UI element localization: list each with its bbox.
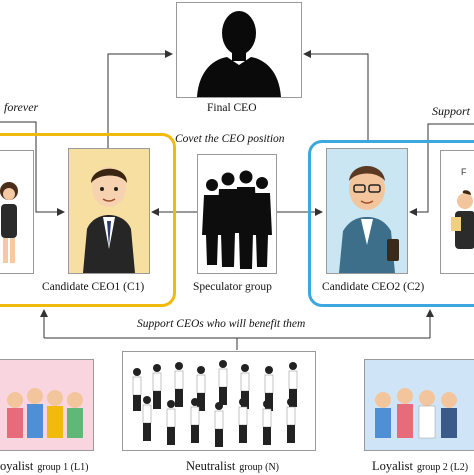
candidate-ceo2-image	[326, 148, 408, 274]
loyalist-group-1-image	[0, 359, 94, 451]
arrow-l-support-c1	[0, 121, 65, 216]
support-forever-annotation: forever	[4, 100, 39, 114]
arrow-r-support-c2	[409, 123, 474, 216]
loyalist-group-1-label: oyalist group 1 (L1)	[0, 459, 89, 473]
crowd-icon	[132, 360, 298, 447]
final-ceo-label: Final CEO	[207, 102, 257, 114]
neutralist-group-label: Neutralist group (N)	[186, 459, 280, 473]
benefit-annotation: Support CEOs who will benefit them	[137, 318, 306, 330]
right-supporter-image: F	[440, 150, 474, 274]
final-ceo-image	[176, 2, 302, 98]
cheering-people-icon	[375, 388, 457, 439]
svg-text:F: F	[461, 167, 467, 177]
neutralist-group-image	[122, 351, 316, 451]
candidate-ceo2-label: Candidate CEO2 (C2)	[322, 281, 425, 293]
candidate-ceo1-label: Candidate CEO1 (C1)	[42, 281, 145, 293]
c1-group-frame	[0, 133, 176, 307]
ceo-silhouette-icon	[197, 11, 281, 97]
c2-group-frame	[308, 140, 474, 307]
support-right-annotation: Support	[432, 104, 471, 118]
speculator-group-image	[197, 154, 277, 274]
left-supporter-image	[0, 150, 34, 274]
speculator-group-label: Speculator group	[193, 281, 272, 293]
people-silhouette-icon	[202, 170, 272, 269]
arrow-c1-to-final	[107, 50, 173, 148]
loyalist-group-2-image	[364, 359, 474, 451]
covet-annotation: Covet the CEO position	[175, 133, 285, 145]
loyalist-group-2-label: Loyalist group 2 (L2)	[372, 459, 469, 473]
candidate-ceo1-image	[68, 148, 150, 274]
arrow-c2-to-final	[303, 50, 369, 140]
cheering-people-icon	[7, 388, 83, 438]
